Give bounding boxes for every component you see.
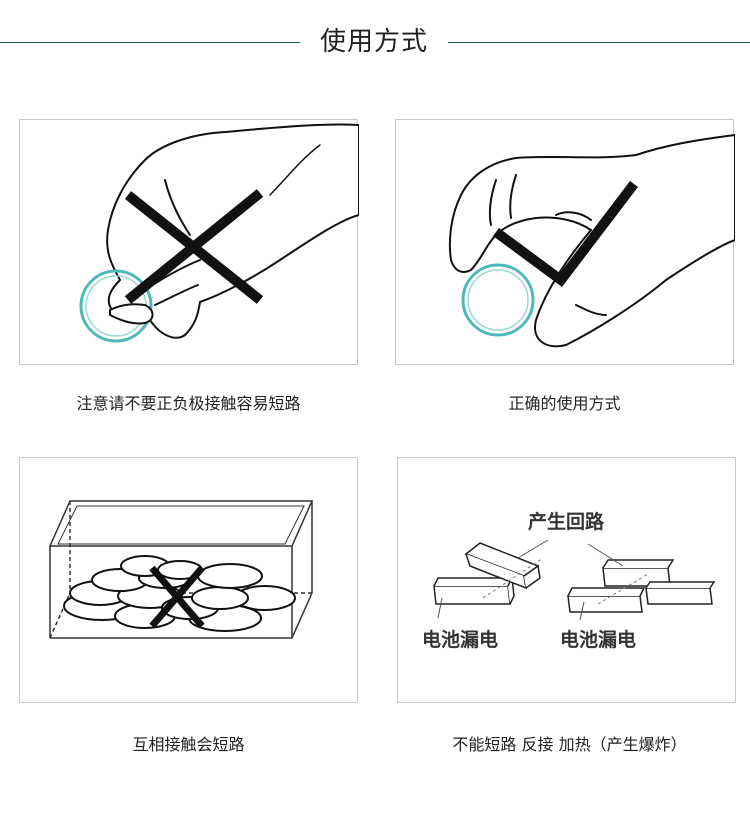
battery-ring bbox=[461, 263, 535, 337]
panel-correct-hold bbox=[395, 119, 735, 365]
panel-leakage: 产生回路 电池漏电 电池漏电 bbox=[397, 457, 736, 703]
section-header: 使用方式 bbox=[0, 22, 750, 62]
panel-coins-box bbox=[19, 457, 358, 703]
wrong-x-icon bbox=[149, 565, 205, 629]
wrong-x-icon bbox=[124, 189, 264, 304]
caption-wrong-hold: 注意请不要正负极接触容易短路 bbox=[76, 394, 301, 413]
caption-correct-hold: 正确的使用方式 bbox=[508, 394, 621, 413]
leakage-illustration: 产生回路 电池漏电 电池漏电 bbox=[422, 510, 716, 651]
battery-ring bbox=[79, 269, 153, 343]
wrong-hold-illustration bbox=[79, 123, 359, 343]
label-leak-right: 电池漏电 bbox=[560, 628, 636, 651]
caption-coins-box: 互相接触会短路 bbox=[132, 735, 245, 754]
correct-hold-illustration bbox=[448, 134, 735, 348]
section-title: 使用方式 bbox=[319, 27, 428, 57]
correct-check-icon bbox=[493, 180, 638, 287]
title-divider-right bbox=[448, 42, 750, 43]
panel-wrong-hold bbox=[19, 119, 359, 365]
label-circuit: 产生回路 bbox=[528, 510, 605, 533]
coins-box-illustration bbox=[48, 500, 314, 639]
caption-leakage: 不能短路 反接 加热（产生爆炸） bbox=[452, 735, 687, 754]
label-leak-left: 电池漏电 bbox=[422, 628, 498, 651]
title-divider-left bbox=[0, 42, 300, 43]
